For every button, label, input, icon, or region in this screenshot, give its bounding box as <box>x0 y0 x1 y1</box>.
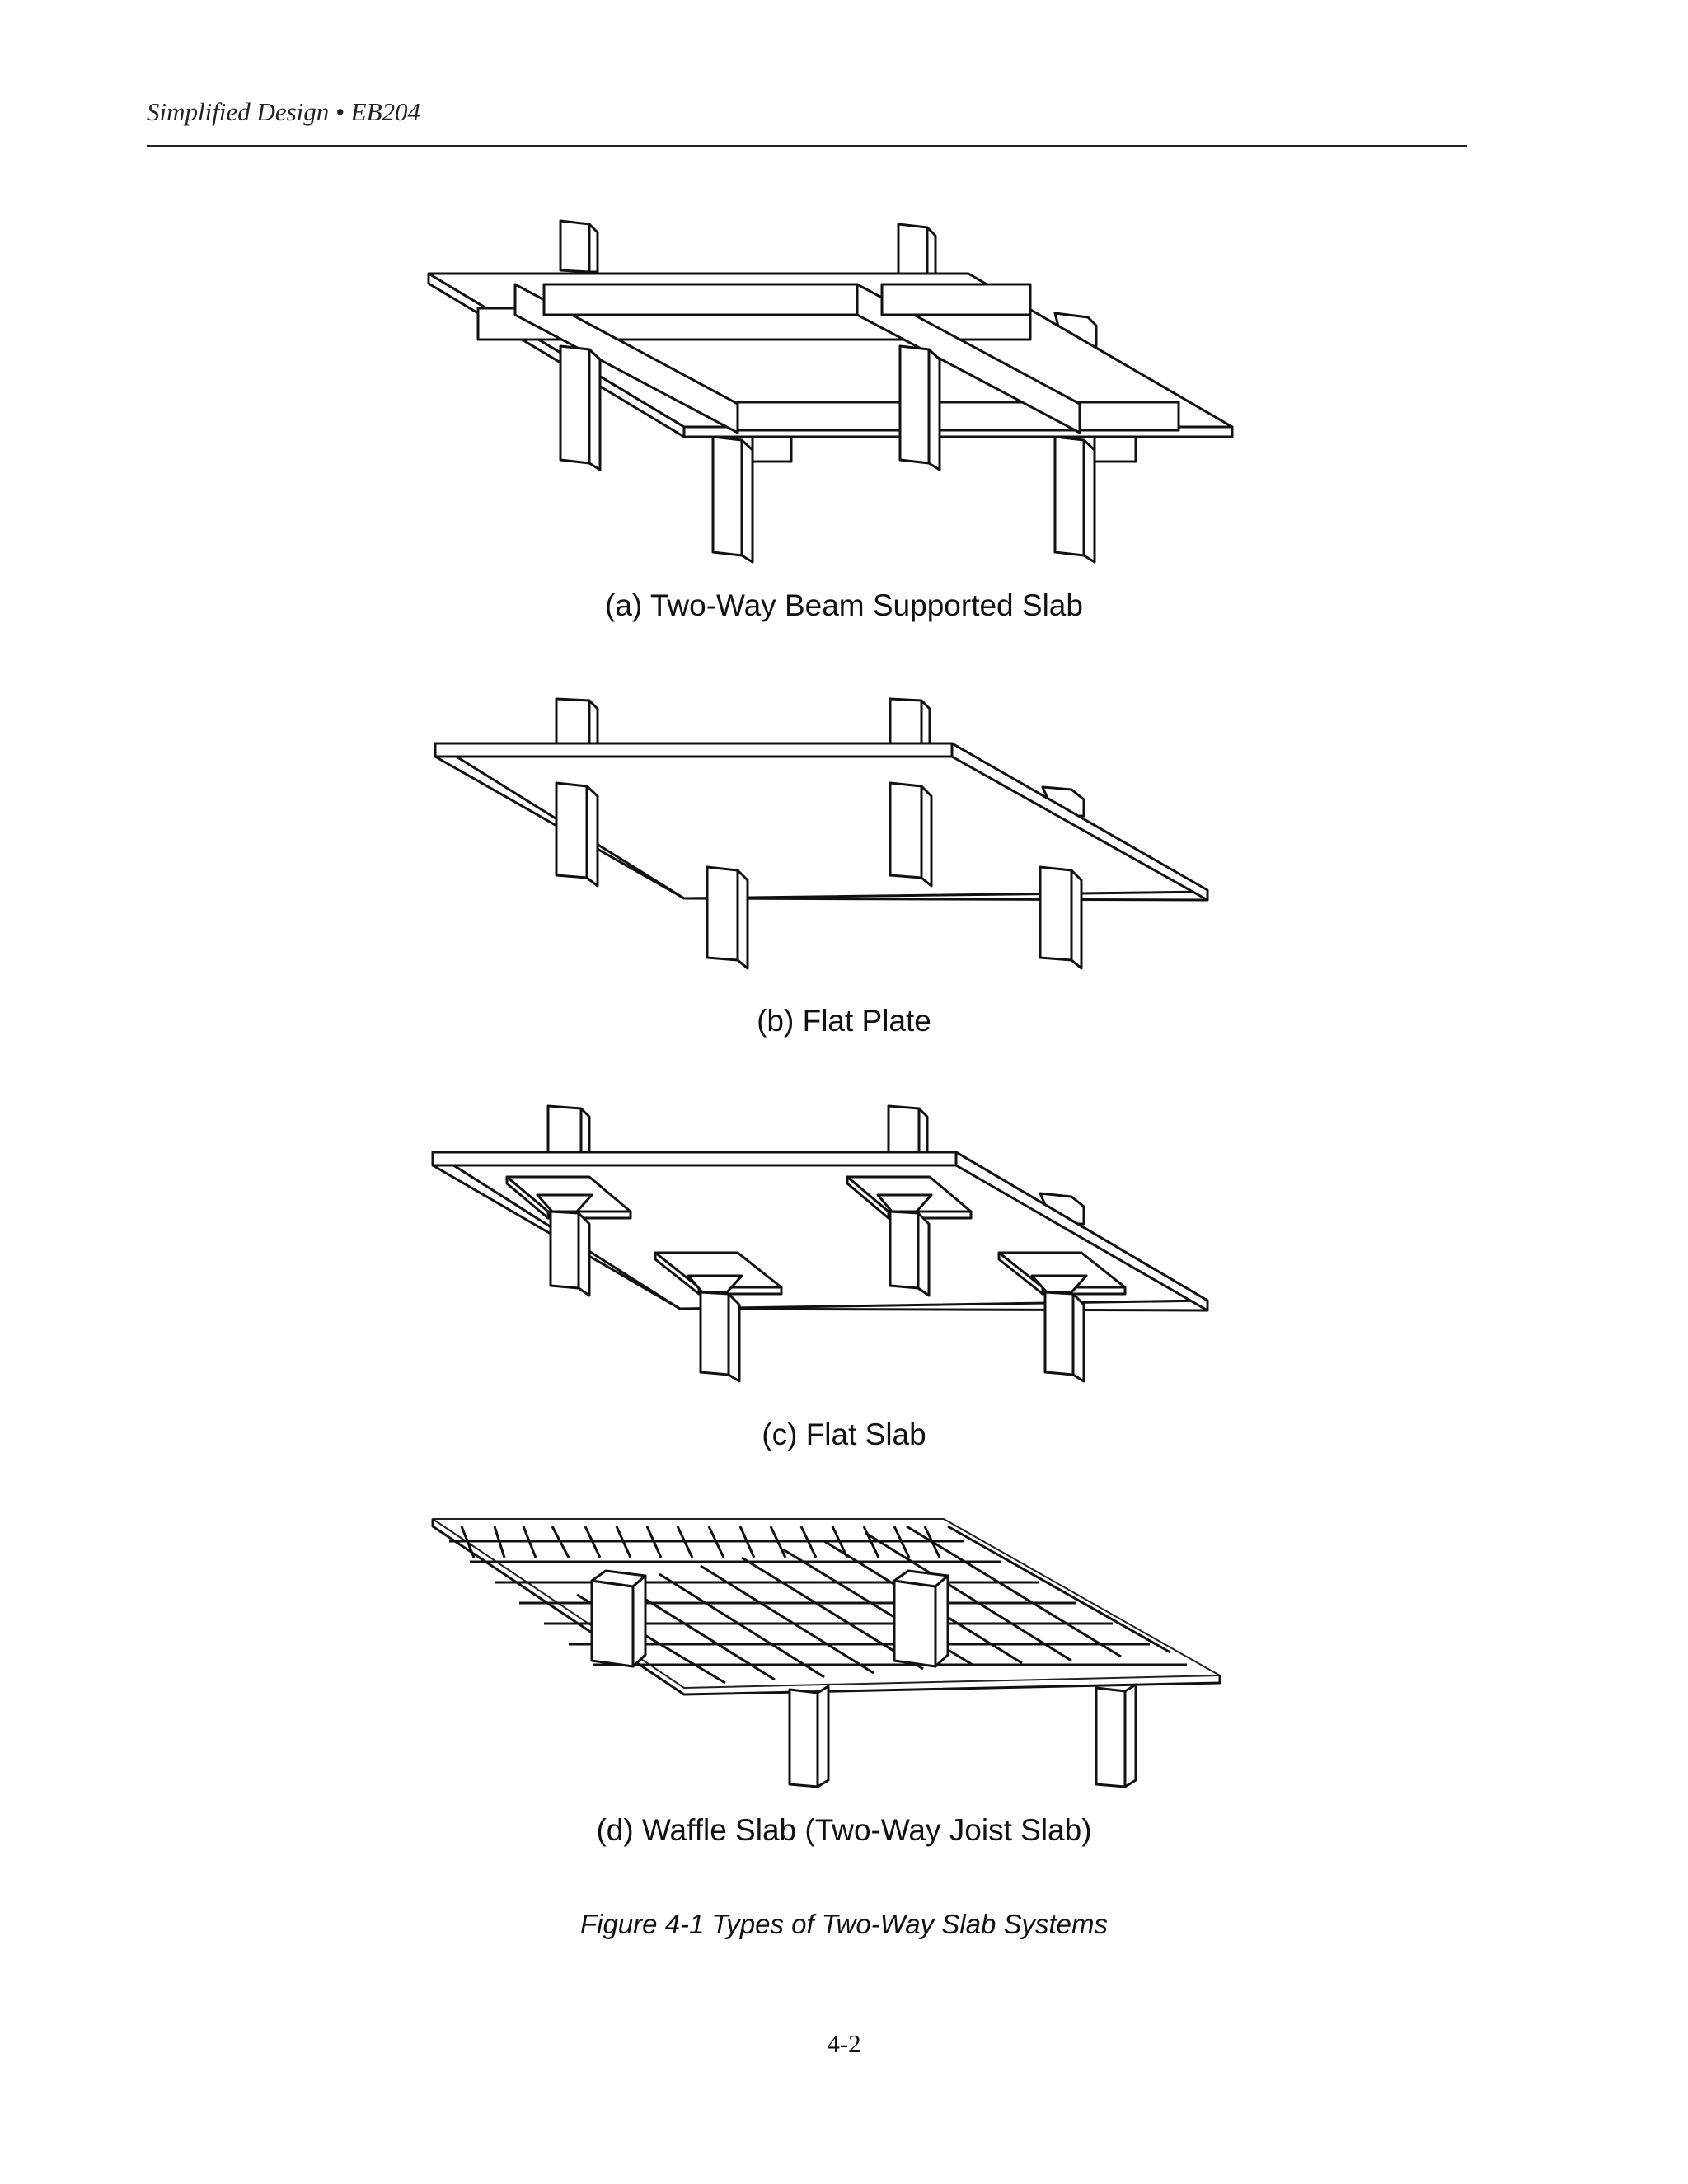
page-number: 4-2 <box>827 2029 861 2058</box>
figure-a-two-way-beam-slab <box>0 214 1688 577</box>
column <box>889 781 923 879</box>
figure-b-caption: (b) Flat Plate <box>757 1004 931 1038</box>
beam-slab-drawing <box>427 219 1234 564</box>
figure-c-flat-slab <box>0 1100 1688 1397</box>
slab-top <box>434 742 1209 900</box>
column <box>893 1579 937 1668</box>
figure-title: Figure 4-1 Types of Two-Way Slab Systems <box>579 1909 1109 1939</box>
column-stub <box>546 1104 583 1155</box>
header-rule <box>147 145 1467 147</box>
drop-panel-column <box>997 1251 1127 1383</box>
waffle-ribs <box>449 1525 1187 1685</box>
beam <box>513 283 739 434</box>
column <box>555 781 588 879</box>
column <box>711 435 743 557</box>
drop-panel-column <box>505 1175 632 1297</box>
column <box>898 344 931 465</box>
beam <box>736 401 1180 432</box>
figure-d-waffle-slab <box>0 1508 1688 1805</box>
column <box>706 865 739 962</box>
column-stub <box>559 219 591 274</box>
flat-slab-drawing <box>431 1104 1209 1383</box>
figure-b-flat-plate <box>0 692 1688 972</box>
figure-c-caption: (c) Flat Slab <box>762 1418 926 1451</box>
column <box>788 1688 819 1788</box>
column-stub <box>887 1104 921 1155</box>
figure-d-caption: (d) Waffle Slab (Two-Way Joist Slab) <box>596 1813 1092 1847</box>
column-stub <box>897 223 929 275</box>
column-stub <box>555 697 591 748</box>
column <box>559 344 591 465</box>
column <box>1039 865 1073 962</box>
waffle-slab-drawing <box>431 1518 1221 1788</box>
column-stub <box>889 697 923 748</box>
drop-panel-column <box>846 1175 973 1297</box>
column <box>590 1579 635 1668</box>
figure-a-caption: (a) Two-Way Beam Supported Slab <box>605 588 1083 622</box>
drop-panel-column <box>654 1251 783 1383</box>
flat-plate-drawing <box>434 697 1209 970</box>
column <box>1053 435 1085 557</box>
column <box>1095 1686 1127 1788</box>
running-head: Simplified Design • EB204 <box>147 97 421 126</box>
